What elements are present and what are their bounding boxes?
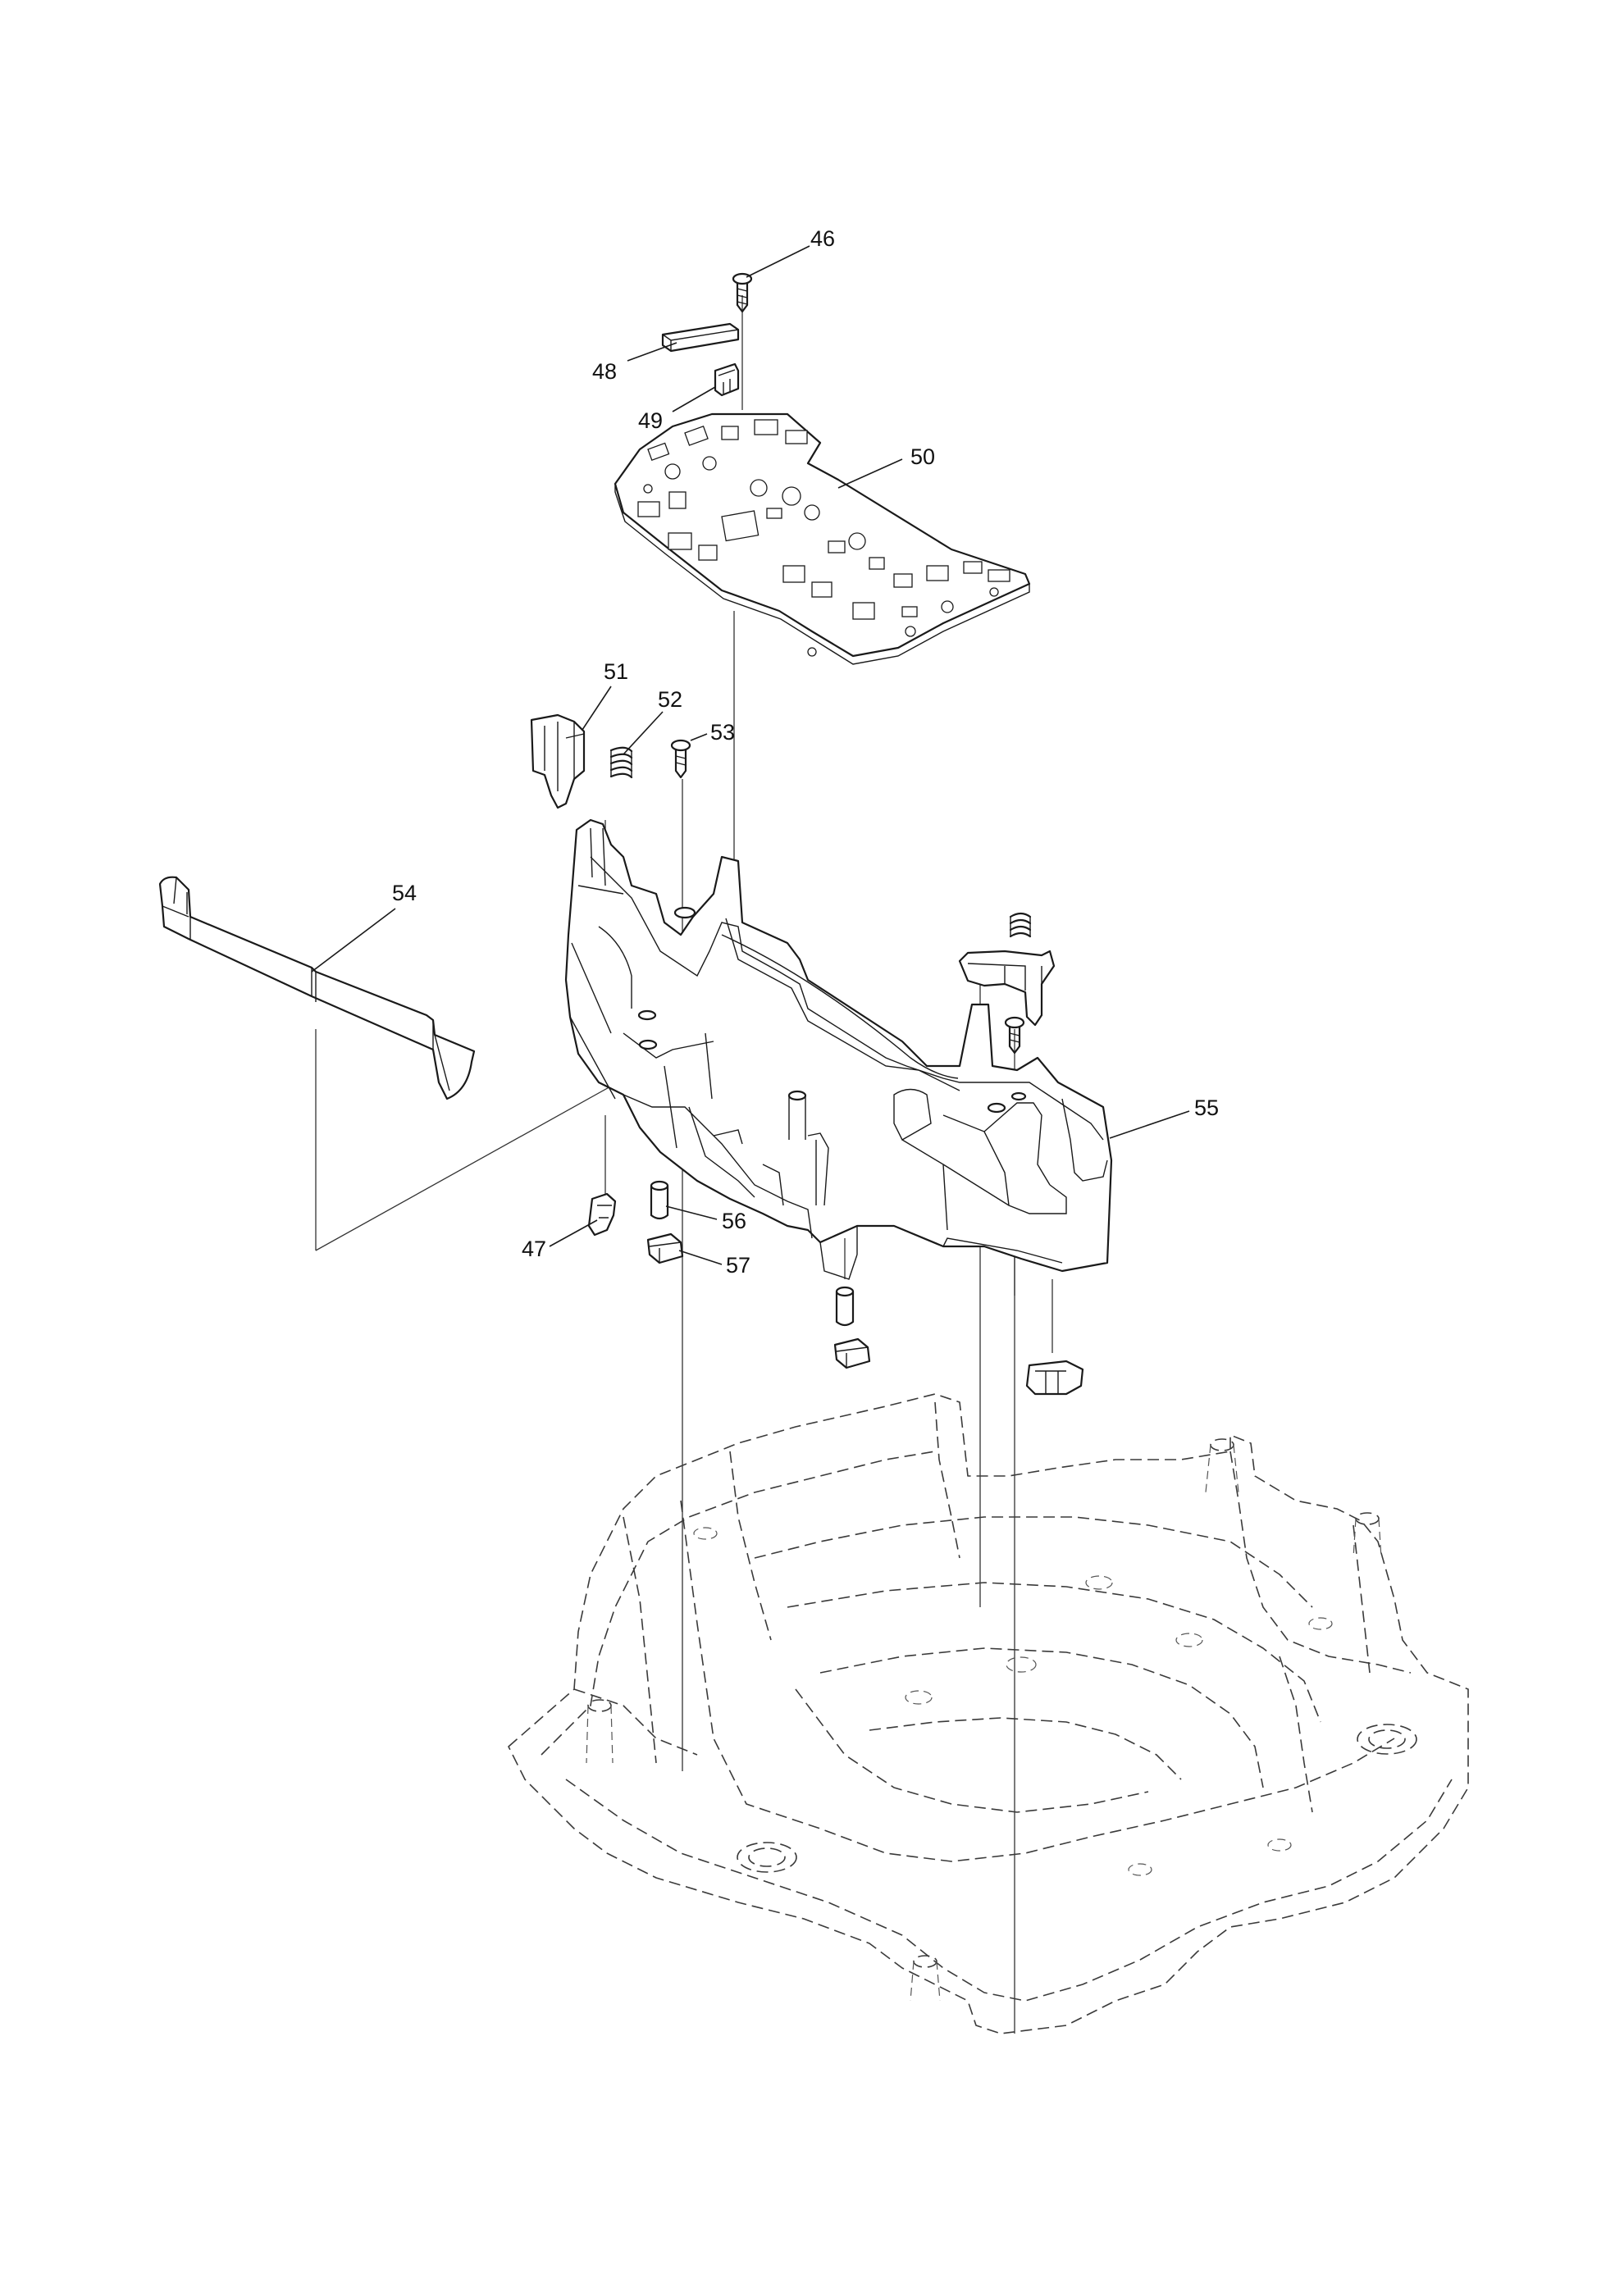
callout-50: 50 [910,444,935,469]
part-50-circuit-board [614,412,1031,665]
part-53-screw-right [1004,1016,1025,1055]
chassis-phantom [508,1393,1469,2034]
part-56-pin [650,1180,669,1220]
pcb-components [637,419,1010,657]
part-47-sensor-clip-right [1025,1360,1084,1396]
part-54-cable-strip [158,876,476,1100]
callout-57: 57 [726,1253,750,1278]
part-57-bracket [646,1232,684,1264]
callout-labels: 46 48 49 50 51 52 53 54 55 56 47 57 [392,226,1219,1278]
callout-55: 55 [1194,1096,1219,1120]
part-48-cover-pad [661,322,740,353]
part-51-latch-bracket [530,713,586,809]
callout-46: 46 [810,226,835,251]
part-52-spring [609,746,633,779]
callout-56: 56 [722,1209,746,1233]
callout-49: 49 [638,408,663,433]
part-51-latch-right [958,950,1056,1027]
part-55-inner-housing [564,818,1113,1280]
callout-53: 53 [710,720,735,745]
part-57-bracket-right [833,1337,871,1369]
leader-lines [311,245,1190,1265]
part-47-sensor-clip [587,1192,617,1237]
part-52-spring-right [1009,912,1032,938]
callout-52: 52 [658,687,682,712]
part-56-pin-right [835,1286,855,1327]
callout-48: 48 [592,359,617,384]
callout-51: 51 [604,659,628,684]
callout-54: 54 [392,881,417,905]
callout-47: 47 [522,1237,546,1261]
part-53-screw [670,739,691,779]
part-49-clip [714,362,740,397]
